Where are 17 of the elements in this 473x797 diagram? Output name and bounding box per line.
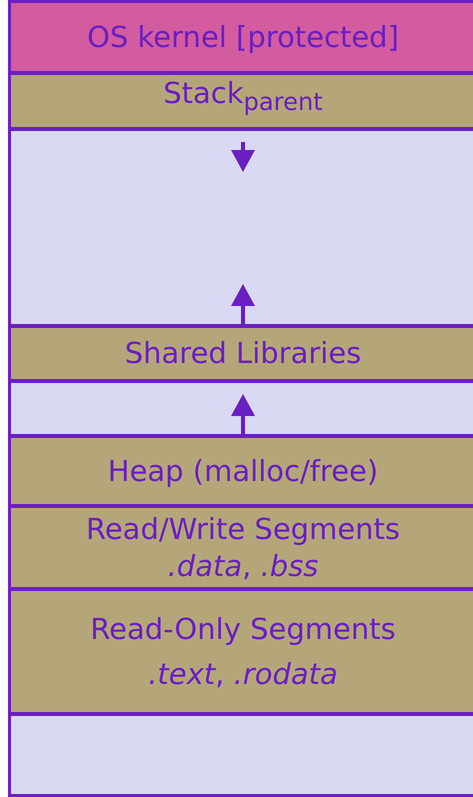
free-region bbox=[8, 713, 473, 797]
segment-label: OS kernel [protected] bbox=[87, 18, 399, 56]
section-names: .text, .rodata bbox=[148, 656, 338, 692]
segment-label: Shared Libraries bbox=[124, 335, 362, 372]
stack-segment bbox=[8, 72, 473, 130]
free-region bbox=[8, 380, 473, 437]
shared-libraries-segment bbox=[8, 325, 473, 382]
free-region bbox=[8, 128, 473, 327]
segment-label: Read-Only Segments bbox=[90, 611, 396, 648]
data-segment bbox=[8, 505, 473, 590]
section-names: .data, .bss bbox=[168, 548, 318, 584]
text-segment bbox=[8, 588, 473, 715]
segment-label: Stack$_{parent}$ bbox=[163, 75, 323, 117]
segment-label: Heap (malloc/free) bbox=[108, 452, 378, 490]
heap-segment bbox=[8, 435, 473, 507]
segment-label: Read/Write Segments bbox=[86, 511, 400, 548]
kernel-segment bbox=[8, 0, 473, 74]
